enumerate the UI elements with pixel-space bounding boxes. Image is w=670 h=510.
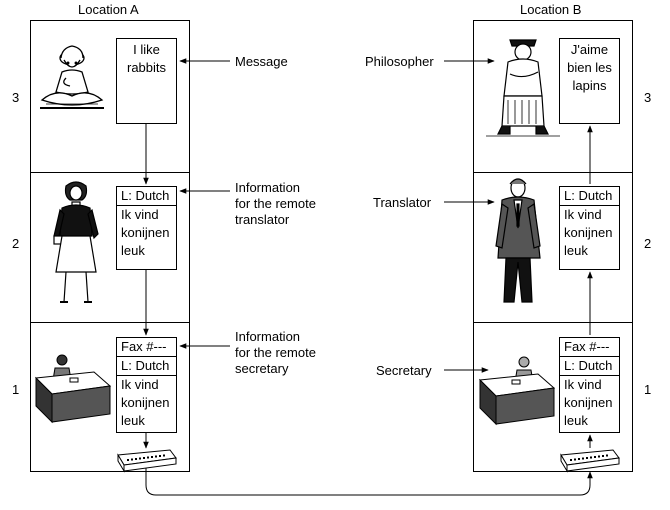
location-a-title: Location A [78, 2, 139, 17]
dutch-text-a1-line2: konijnen [121, 395, 170, 410]
fax-header-a1: Fax #--- [117, 338, 176, 357]
fax-machine-a-icon [117, 449, 177, 473]
dutch-text-b2-line1: Ik vind [564, 207, 602, 222]
message-text-b: J'aime bien les lapins [567, 42, 612, 93]
location-b-divider-2-1 [473, 322, 633, 323]
dutch-text-a2-line3: leuk [121, 243, 145, 258]
language-header-a2: L: Dutch [117, 187, 176, 206]
label-secretary: Secretary [376, 363, 432, 378]
message-box-b-layer1: Fax #--- L: Dutch Ik vind konijnen leuk [559, 337, 620, 433]
label-info-secretary: Information for the remote secretary [235, 329, 316, 377]
label-translator: Translator [373, 195, 432, 210]
message-box-a-layer3: I like rabbits [116, 38, 177, 124]
fax-header-b1: Fax #--- [560, 338, 619, 357]
label-info-translator-line3: translator [235, 212, 290, 227]
label-info-translator: Information for the remote translator [235, 180, 316, 228]
layer-number-right-2: 2 [644, 236, 652, 251]
language-header-b1: L: Dutch [560, 357, 619, 376]
secretary-a-figure [34, 354, 112, 424]
philosopher-b-figure [486, 39, 560, 137]
dutch-text-a1-line3: leuk [121, 413, 145, 428]
language-header-a1: L: Dutch [117, 357, 176, 376]
label-info-secretary-line3: secretary [235, 361, 289, 376]
philosopher-a-figure [40, 45, 104, 109]
message-box-a-layer2: L: Dutch Ik vind konijnen leuk [116, 186, 177, 270]
label-info-secretary-line1: Information [235, 329, 301, 344]
location-a-divider-3-2 [30, 172, 190, 173]
dutch-text-b1-line2: konijnen [564, 395, 613, 410]
dutch-text-a2-line1: Ik vind [121, 207, 159, 222]
dutch-text-a2-line2: konijnen [121, 225, 170, 240]
dutch-text-b1-line3: leuk [564, 413, 588, 428]
translator-a-figure [53, 181, 99, 303]
dutch-text-b2-line2: konijnen [564, 225, 613, 240]
dutch-text-b1-line1: Ik vind [564, 377, 602, 392]
network-link [145, 468, 593, 496]
message-box-b-layer3: J'aime bien les lapins [559, 38, 620, 124]
message-box-b-layer2: L: Dutch Ik vind konijnen leuk [559, 186, 620, 270]
dutch-text-b2-line3: leuk [564, 243, 588, 258]
message-text-a: I like rabbits [126, 42, 167, 75]
translator-b-figure [495, 178, 541, 303]
message-box-a-layer1: Fax #--- L: Dutch Ik vind konijnen leuk [116, 337, 177, 433]
dutch-text-a1-line1: Ik vind [121, 377, 159, 392]
layer-number-left-1: 1 [12, 382, 20, 397]
layer-number-left-3: 3 [12, 90, 20, 105]
layer-number-left-2: 2 [12, 236, 20, 251]
label-info-translator-line2: for the remote [235, 196, 316, 211]
layer-number-right-3: 3 [644, 90, 652, 105]
secretary-b-figure [478, 356, 556, 426]
label-philosopher: Philosopher [365, 54, 434, 69]
location-b-divider-3-2 [473, 172, 633, 173]
label-info-translator-line1: Information [235, 180, 301, 195]
location-b-title: Location B [520, 2, 582, 17]
layer-number-right-1: 1 [644, 382, 652, 397]
language-header-b2: L: Dutch [560, 187, 619, 206]
label-message: Message [235, 54, 288, 69]
fax-machine-b-icon [560, 449, 620, 473]
label-info-secretary-line2: for the remote [235, 345, 316, 360]
location-a-divider-2-1 [30, 322, 190, 323]
